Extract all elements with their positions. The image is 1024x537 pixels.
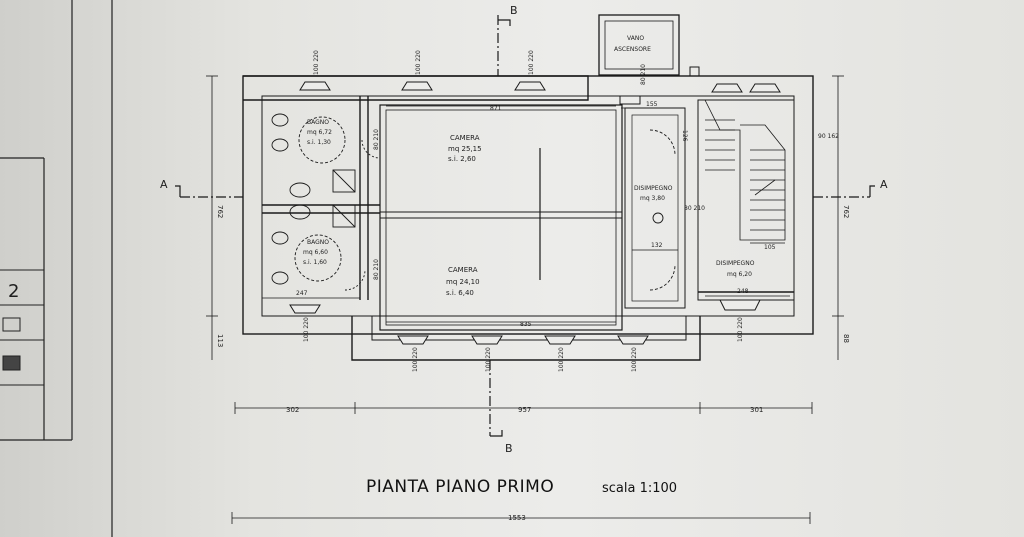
room-camera2-area: mq 24,10 (446, 278, 480, 286)
section-lines (175, 15, 875, 437)
dim-bagno-width: 247 (296, 290, 308, 297)
room-camera1-h: s.i. 2,60 (448, 155, 476, 163)
dim-right-note: 126 (681, 130, 688, 142)
room-bagno2-name: BAGNO (307, 239, 329, 246)
room-camera2-name: CAMERA (448, 266, 478, 274)
room-bagno1-name: BAGNO (307, 119, 329, 126)
dim-dis1-door: 80 210 (684, 205, 705, 212)
section-mark-a-right: A (880, 178, 888, 191)
section-mark-b-bottom: B (505, 442, 513, 455)
dim-overall: 1553 (508, 514, 526, 522)
dim-right-height: 762 (842, 205, 850, 218)
dim-window-4: 100 220 (303, 317, 310, 342)
dim-camera1-width: 871 (490, 105, 502, 112)
room-camera1-area: mq 25,15 (448, 145, 482, 153)
room-bagno2-area: mq 6,60 (303, 249, 328, 256)
dimension-lines (206, 75, 844, 524)
dim-window-1: 100 220 (313, 50, 320, 75)
dim-door-left1: 80 210 (373, 129, 380, 150)
room-disimpegno1-name: DISIMPEGNO (634, 185, 673, 192)
room-disimpegno2-area: mq 6,20 (727, 271, 752, 278)
dim-left-lower: 113 (216, 334, 224, 347)
dim-window-6: 100 220 (485, 347, 492, 372)
dim-camera2-width: 835 (520, 321, 532, 328)
dim-right-lower: 88 (842, 334, 850, 343)
room-bagno2-h: s.i. 1,60 (303, 259, 327, 266)
room-camera1-name: CAMERA (450, 134, 480, 142)
dim-door-left2: 80 210 (373, 259, 380, 280)
walls (242, 14, 814, 361)
dim-dis1-width: 132 (651, 242, 663, 249)
windows (289, 81, 781, 345)
dim-top-right: 155 (646, 101, 658, 108)
legend-number: 2 (8, 281, 19, 302)
plan-scale: scala 1:100 (602, 481, 677, 496)
room-bagno1-h: s.i. 1,30 (307, 139, 331, 146)
vano-ascensore-line2: ASCENSORE (614, 46, 651, 53)
dim-bottom-left: 302 (286, 406, 299, 414)
room-disimpegno2-name: DISIMPEGNO (716, 260, 755, 267)
fixtures (271, 113, 676, 291)
room-bagno1-area: mq 6,72 (307, 129, 332, 136)
dim-bottom-right: 301 (750, 406, 763, 414)
dim-window-2: 100 220 (415, 50, 422, 75)
dim-left-height: 762 (216, 205, 224, 218)
dim-bottom-mid: 957 (518, 406, 531, 414)
dim-window-5: 100 220 (412, 347, 419, 372)
section-mark-a-left: A (160, 178, 168, 191)
dim-dis2-width: 248 (737, 288, 749, 295)
room-camera2-h: s.i. 6,40 (446, 289, 474, 297)
dim-door-top: 80 210 (640, 64, 647, 85)
section-mark-b-top: B (510, 4, 518, 17)
dim-window-9: 100 220 (737, 317, 744, 342)
plan-title: PIANTA PIANO PRIMO (366, 477, 554, 497)
dim-stair-width: 105 (764, 244, 776, 251)
dim-window-8: 100 220 (631, 347, 638, 372)
stair (704, 99, 786, 241)
dim-right-upper: 90 162 (818, 133, 839, 140)
room-disimpegno1-area: mq 3,80 (640, 195, 665, 202)
dim-window-7: 100 220 (558, 347, 565, 372)
vano-ascensore-line1: VANO (627, 35, 644, 42)
dim-window-3: 100 220 (528, 50, 535, 75)
legend-panel (0, 0, 113, 537)
